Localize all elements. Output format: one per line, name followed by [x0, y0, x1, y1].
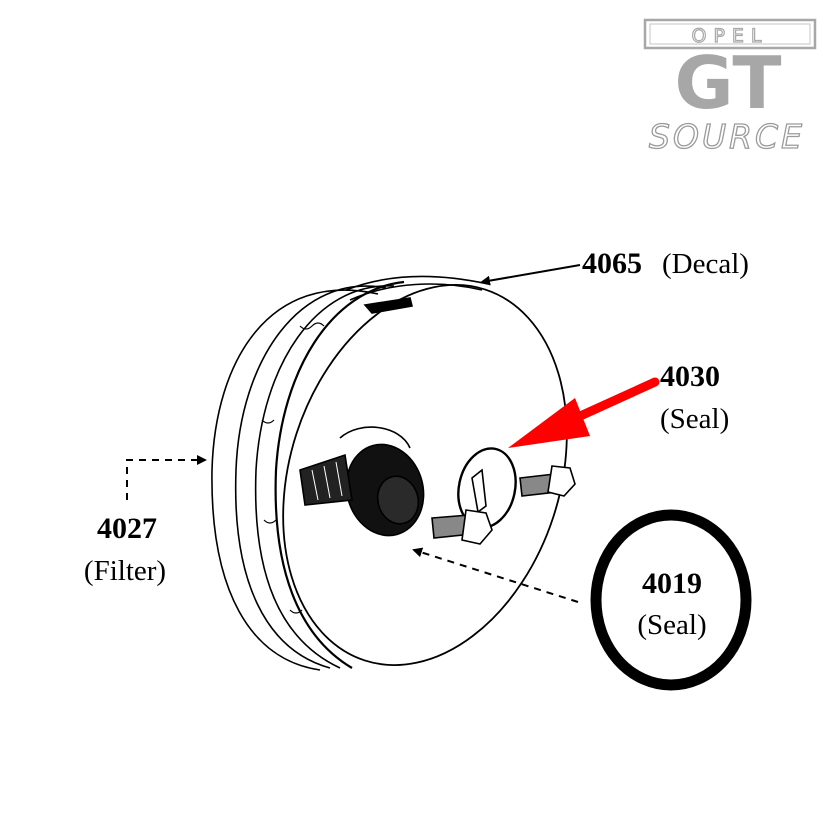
- callout-4027: 4027 (Filter): [84, 512, 166, 587]
- booster-rear-rim-1: [234, 285, 387, 669]
- callout-4027-number: 4027: [97, 512, 157, 545]
- mounting-bolt-lower: [431, 509, 493, 545]
- callout-4030-number: 4030: [660, 360, 720, 393]
- booster-rear-shell: [211, 289, 379, 671]
- callout-4030-name: (Seal): [660, 403, 729, 435]
- logo-tagline-text: SOURCE: [649, 117, 805, 156]
- booster-top-ridge-2: [345, 275, 489, 291]
- booster-top-ridge: [349, 283, 483, 301]
- seal-ring-inner-mark: [471, 468, 487, 514]
- callout-4019-name: (Seal): [637, 609, 706, 641]
- seal-ring-4019: [590, 509, 752, 691]
- highlight-arrow-4030: [508, 377, 660, 448]
- logo-model-text: GT: [675, 41, 782, 125]
- leader-4019: [412, 547, 579, 603]
- booster-front-face: [282, 284, 568, 666]
- callout-4027-name: (Filter): [84, 555, 166, 587]
- logo-brand-text: OPEL: [691, 25, 768, 47]
- brake-booster-drawing: [211, 275, 576, 671]
- logo-brand-frame-inner: [649, 23, 811, 45]
- booster-boss-cap: [376, 475, 420, 525]
- booster-crimp-band: [274, 280, 405, 669]
- callout-4019-number: 4019: [642, 567, 702, 600]
- logo-brand-frame: [643, 18, 817, 50]
- callout-4030: 4030 (Seal): [660, 360, 729, 435]
- leader-arrows: [126, 264, 581, 603]
- booster-decal-band: [363, 297, 413, 314]
- callout-4065: 4065 (Decal): [582, 247, 749, 280]
- callout-4065-number: 4065: [582, 247, 642, 280]
- booster-crimp-wave: [261, 322, 325, 614]
- callout-4019: 4019 (Seal): [637, 567, 706, 641]
- vacuum-nipple-ribs: [311, 461, 343, 501]
- mounting-bolt-upper: [519, 465, 576, 497]
- vacuum-nipple: [299, 453, 353, 506]
- booster-rear-rim-2: [254, 285, 395, 669]
- leader-4065: [480, 264, 581, 286]
- leader-4027: [126, 455, 207, 500]
- booster-boss-shadow: [339, 426, 411, 449]
- callout-4065-name: (Decal): [662, 248, 749, 280]
- opel-gt-source-logo: OPEL GT SOURCE: [643, 18, 817, 157]
